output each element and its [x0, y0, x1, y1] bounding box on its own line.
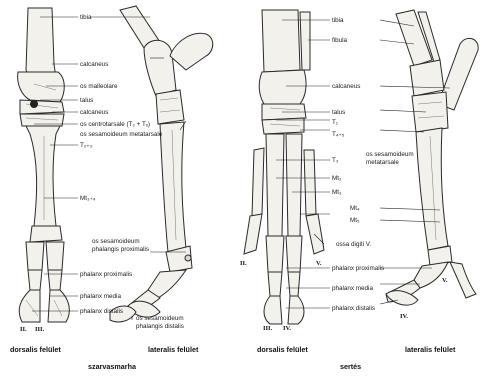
label-pig-tibia: tibia — [332, 17, 344, 24]
label-pig-digit-ii: II. — [240, 260, 247, 267]
label-os-centrotarsale: os centrotarsale (T₂ + Tₓ) — [80, 121, 150, 128]
captions: dorsalis felület lateralis felület szarv… — [10, 345, 456, 371]
label-calcaneus: calcaneus — [80, 61, 108, 68]
label-calcaneus-2: calcaneus — [80, 109, 108, 116]
label-pig-os-sesamoideum-2: metatarsale — [366, 159, 399, 166]
label-pig-mt4: Mt₄ — [350, 205, 360, 212]
label-pig-phalanx-media: phalanx media — [332, 285, 373, 292]
label-mt34: Mt₃₊₄ — [80, 195, 96, 202]
label-os-sesamoideum-phalangis-distalis-2: phalangis distalis — [136, 323, 184, 330]
label-pig-mt5: Mt₅ — [350, 217, 360, 224]
caption-cattle-dorsalis: dorsalis felület — [10, 345, 61, 354]
label-talus: talus — [80, 97, 93, 104]
label-pig-calcaneus: calcaneus — [332, 83, 360, 90]
label-pig-talus: talus — [332, 109, 345, 116]
label-pig-phalanx-proximalis: phalanx proximalis — [332, 265, 384, 272]
label-pig-fibula: fibula — [332, 37, 348, 44]
label-pig-mt2: Mt₂ — [332, 175, 342, 182]
label-pig-ossa-digiti: ossa digiti V. — [336, 241, 371, 248]
label-t23: T₂₊₃ — [80, 142, 93, 149]
label-os-sesamoideum-metatarsale: os sesamoideum metatarsale — [80, 131, 163, 138]
label-pig-phalanx-distalis: phalanx distalis — [332, 305, 375, 312]
caption-cattle-species: szarvasmarha — [88, 362, 137, 371]
label-digit-iii: III. — [35, 326, 45, 333]
label-pig-t3: T₃ — [332, 157, 339, 164]
caption-pig-dorsalis: dorsalis felület — [257, 345, 308, 354]
label-pig-digit-iii: III. — [263, 325, 273, 332]
label-phalanx-media: phalanx media — [80, 293, 121, 300]
label-pig-t4: T₄₊₅ — [332, 131, 345, 138]
label-pig-digit-iv-b: IV. — [400, 313, 408, 320]
label-os-malleolare: os malleolare — [80, 83, 118, 90]
caption-pig-lateralis: lateralis felület — [405, 345, 456, 354]
cattle-dorsal-skeleton — [18, 8, 70, 322]
label-phalanx-distalis: phalanx distalis — [80, 308, 123, 315]
label-pig-os-sesamoideum-1: os sesamoideum — [366, 151, 414, 158]
label-pig-digit-iv: IV. — [283, 325, 291, 332]
label-os-sesamoideum-phalangis-distalis-1: os sesamoideum — [136, 315, 184, 322]
label-os-sesamoideum-phalangis-proximalis-2: phalangis proximalis — [92, 246, 149, 253]
label-pig-digit-v-b: V. — [442, 277, 448, 284]
label-pig-digit-v-a: V. — [316, 260, 322, 267]
pig-dorsal-skeleton — [244, 10, 324, 324]
caption-pig-species: sertés — [340, 362, 361, 371]
caption-cattle-lateralis: lateralis felület — [148, 345, 199, 354]
label-tibia: tibia — [80, 14, 92, 21]
label-os-sesamoideum-phalangis-proximalis-1: os sesamoideum — [92, 238, 140, 245]
label-phalanx-proximalis: phalanx proximalis — [80, 271, 132, 278]
label-pig-mt3: Mt₃ — [332, 189, 342, 196]
label-digit-ii: II. — [20, 326, 27, 333]
label-pig-tc: T₁ — [332, 119, 338, 126]
